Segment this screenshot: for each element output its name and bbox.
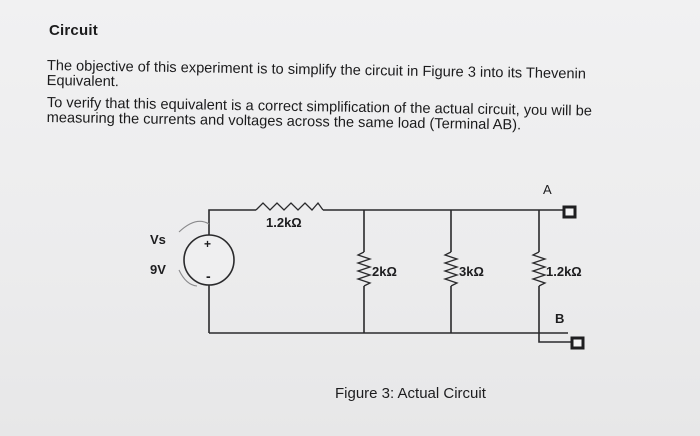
load-branch-wire xyxy=(538,210,572,343)
source-value-label: 9V xyxy=(150,262,166,277)
voltage-source-symbol xyxy=(183,234,235,286)
series-resistor-label: 1.2kΩ xyxy=(266,215,302,230)
resistor-3k-label: 3kΩ xyxy=(459,264,484,279)
resistor-2k-symbol xyxy=(355,251,373,287)
terminal-b-square xyxy=(570,336,585,350)
section-heading: Circuit xyxy=(49,22,98,39)
top-wire-left xyxy=(208,209,256,235)
resistor-3k-symbol xyxy=(442,251,460,287)
source-label-bracket xyxy=(178,220,210,287)
load-resistor-label: 1.2kΩ xyxy=(546,264,582,279)
figure-caption: Figure 3: Actual Circuit xyxy=(335,385,487,402)
series-resistor-symbol xyxy=(255,201,324,211)
terminal-b-label: B xyxy=(555,311,564,326)
source-name-label: Vs xyxy=(150,232,166,247)
terminal-a-square xyxy=(562,205,577,219)
load-resistor-symbol xyxy=(530,251,548,287)
source-plus-sign: + xyxy=(204,237,211,251)
source-minus-sign: - xyxy=(206,268,211,284)
resistor-2k-label: 2kΩ xyxy=(372,264,397,279)
terminal-a-label: A xyxy=(543,182,552,197)
